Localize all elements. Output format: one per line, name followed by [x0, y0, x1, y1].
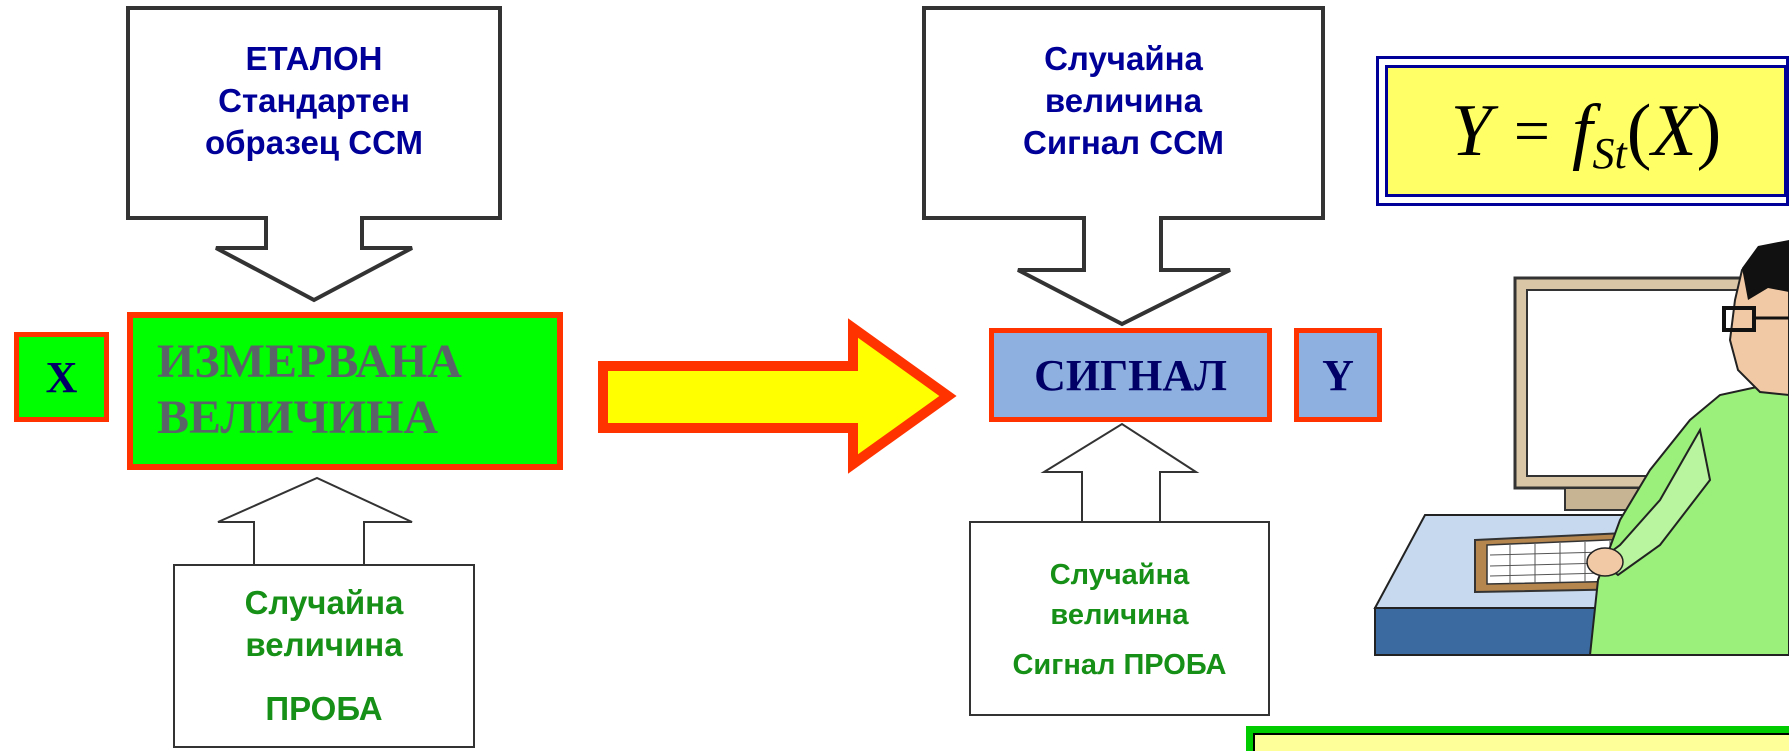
ssm-line2: величина	[1044, 82, 1203, 119]
formula-func: f	[1571, 89, 1593, 172]
probe-signal-line3: Сигнал ПРОБА	[1012, 649, 1227, 681]
probe-signal-line2: величина	[1050, 599, 1189, 631]
formula-lhs: Y	[1450, 89, 1492, 172]
signal-box: СИГНАЛ	[989, 328, 1272, 422]
signal-label: СИГНАЛ	[1034, 350, 1227, 400]
ssm-signal-callout-shape	[922, 6, 1325, 327]
etalon-callout-shape	[126, 6, 502, 303]
formula-frame: Y = f St ( X )	[1376, 56, 1789, 206]
measured-line1: ИЗМЕРВАНА	[157, 335, 462, 388]
formula-equals: =	[1513, 95, 1550, 166]
probe-signal-line1: Случайна	[1049, 559, 1190, 591]
probe-callout-left: Случайна величина ПРОБА	[174, 568, 474, 744]
x-box: X	[14, 332, 109, 422]
formula-subscript: St	[1592, 128, 1627, 178]
y-box: Y	[1294, 328, 1382, 422]
ssm-line3: Сигнал ССМ	[1023, 124, 1224, 161]
probe-left-line2: величина	[245, 626, 403, 663]
etalon-callout: ЕТАЛОН Стандартен образец ССМ	[128, 26, 500, 176]
person-at-computer-illustration	[1373, 240, 1789, 656]
y-label: Y	[1322, 350, 1354, 400]
formula-open-paren: (	[1626, 89, 1652, 172]
ssm-line1: Случайна	[1044, 40, 1203, 77]
probe-callout-left-shape	[173, 476, 475, 748]
formula-arg: X	[1651, 89, 1697, 172]
x-label: X	[45, 352, 78, 402]
formula-close-paren: )	[1696, 89, 1722, 172]
etalon-callout-line3: образец ССМ	[205, 124, 423, 161]
measured-quantity-box: ИЗМЕРВАНА ВЕЛИЧИНА	[127, 312, 563, 470]
etalon-callout-line2: Стандартен	[218, 82, 410, 119]
right-arrow-icon	[598, 318, 957, 474]
measured-line2: ВЕЛИЧИНА	[157, 391, 439, 444]
probe-left-line3: ПРОБА	[265, 690, 383, 727]
formula-box: Y = f St ( X )	[1385, 65, 1787, 197]
probe-signal-callout: Случайна величина Сигнал ПРОБА	[970, 528, 1269, 712]
etalon-callout-line1: ЕТАЛОН	[245, 40, 383, 77]
ssm-signal-callout: Случайна величина Сигнал ССМ	[924, 26, 1323, 176]
probe-left-line1: Случайна	[244, 584, 404, 621]
probe-signal-callout-shape	[969, 422, 1270, 716]
